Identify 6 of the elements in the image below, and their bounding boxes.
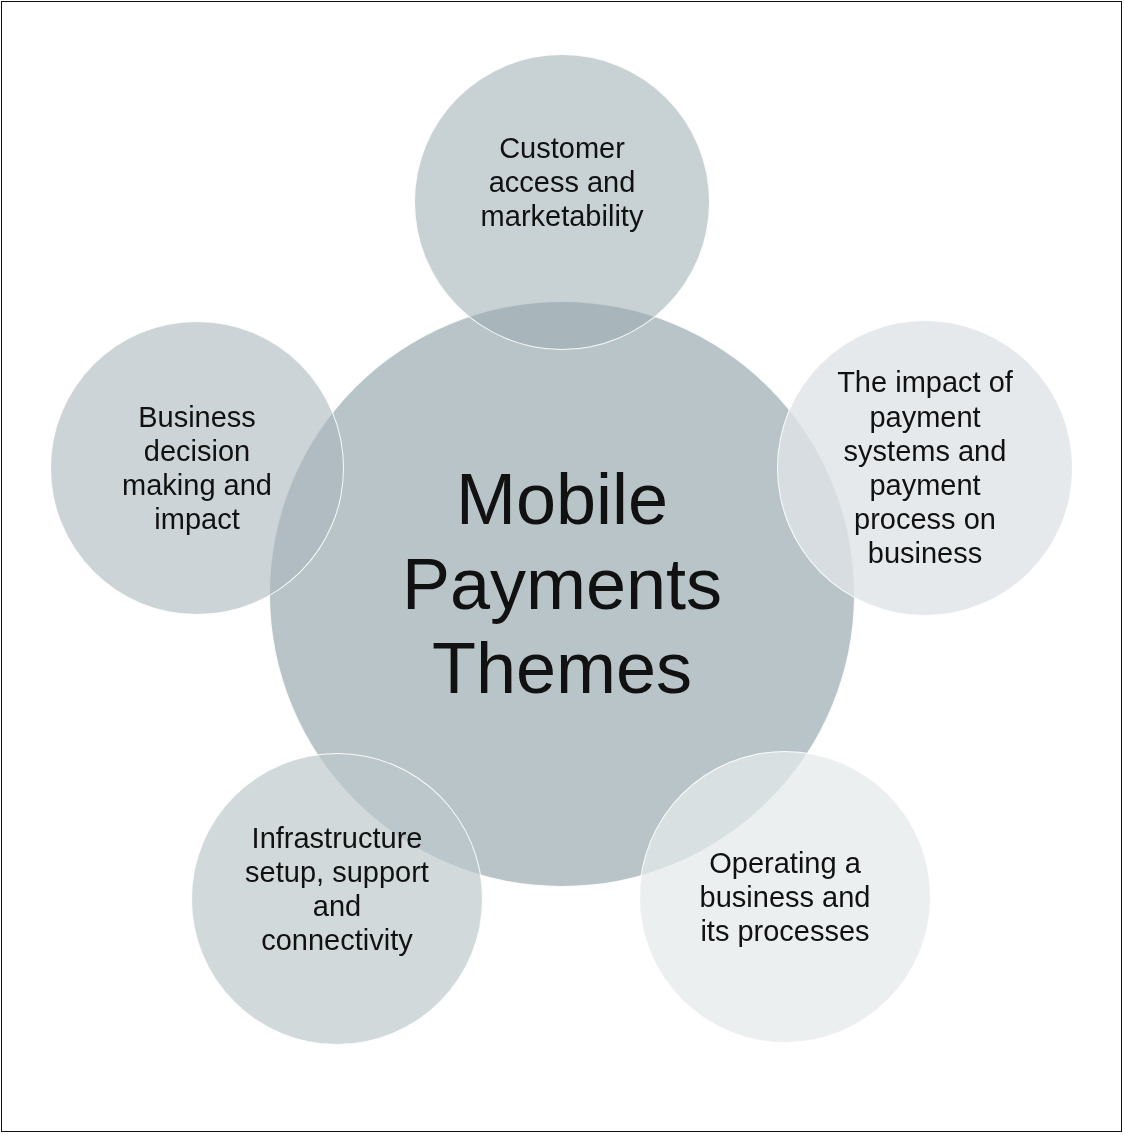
theme-label: The impact of payment systems and payment process on business: [836, 365, 1014, 571]
theme-label: Customer access and marketability: [479, 130, 645, 234]
theme-label: Business decision making and impact: [121, 399, 273, 537]
theme-label: Infrastructure setup, support and connectivity: [244, 820, 430, 958]
central-title: Mobile Payments Themes: [400, 457, 724, 711]
theme-label: Operating a business and its processes: [698, 845, 872, 949]
